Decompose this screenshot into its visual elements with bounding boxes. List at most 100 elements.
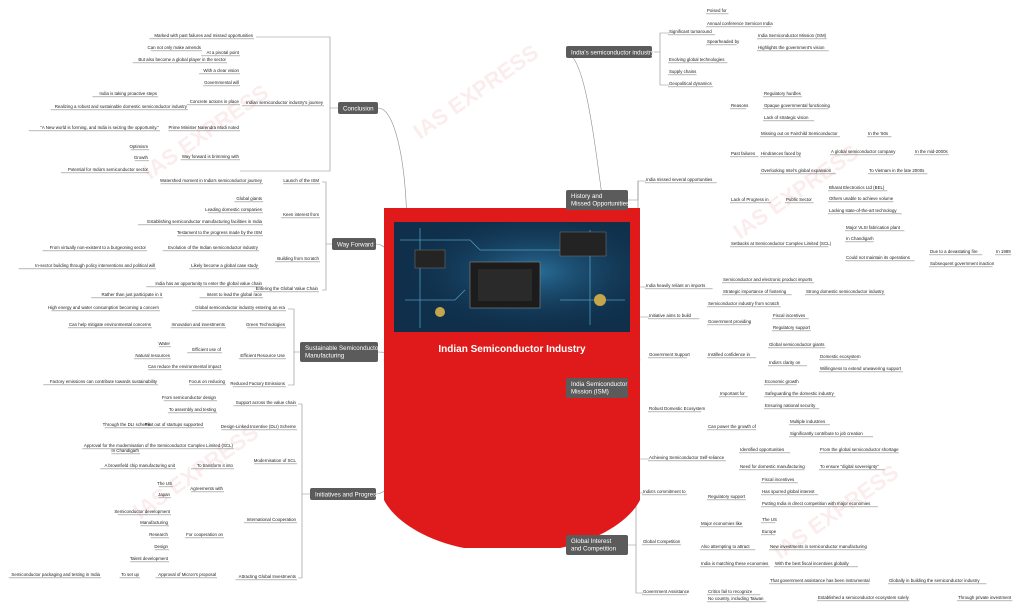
leaf-label: Can reduce the environmental impact [148,364,222,369]
leaf-label: Agreements with [190,486,223,491]
leaf-label: Potential for India's semiconductor sect… [68,167,149,172]
leaf-label: Identified opportunities [740,447,785,452]
leaf-label: Design [154,544,168,549]
connector-line [659,52,669,86]
branch-india-semiconductor-industry[interactable]: India's semiconductor industry [566,46,655,58]
leaf-label: Water [158,341,170,346]
leaf-label: Evolving global technologies [669,57,725,62]
leaf-label: Global Competition [643,539,681,544]
leaf-label: No country, including Taiwan [708,596,764,601]
leaf-label: Multiple industries [790,419,826,424]
leaf-label: Major economies like [701,521,743,526]
leaf-label: Global semiconductor giants [769,342,825,347]
leaf-label: Green Technologies [246,322,286,327]
leaf-label: Hindrances faced by [761,151,802,156]
leaf-label: Testament to the progress made by the IS… [177,230,263,235]
branch-label: India's semiconductor industry [571,50,655,57]
leaf-label: Building from Scratch [277,256,319,261]
leaf-label: In the '60s [868,131,889,136]
leaf-label: Significantly contribute to job creation [790,431,863,436]
leaf-label: Talent development [130,556,169,561]
leaf-label: Growth [134,155,149,160]
leaf-label: Global giants [236,196,262,201]
leaf-label: Keen interest from [283,212,319,217]
leaf-label: Established a semiconductor ecosystem so… [818,595,910,600]
leaf-label: International Cooperation [247,517,297,522]
leaf-label: Government Assistance [643,589,690,594]
leaf-label: "A New world is forming, and India is se… [40,125,159,130]
connector-line [288,308,300,353]
leaf-label: Regulatory support [773,325,811,330]
leaf-label: Could not maintain its operations [846,255,911,260]
leaf-label: Strategic importance of fostering [723,289,787,294]
leaf-label: Launch of the ISM [283,178,319,183]
leaf-label: Watershed moment in India's semiconducto… [160,178,263,183]
leaf-label: Fiscal incentives [762,477,795,482]
center-node[interactable]: Indian Semiconductor Industry [384,208,640,548]
leaf-label: Setbacks at Semiconductor Complex Limite… [731,241,832,246]
leaf-label: Entering the Global Value Chain [256,286,319,291]
leaf-label: Design-Linked Incentive (DLI) Scheme [221,424,297,429]
leaf-label: Realizing a robust and sustainable domes… [55,104,188,109]
leaf-label: Government Support [649,352,691,357]
leaf-label: Optimism [129,144,148,149]
leaf-label: Subsequent government inaction [930,261,995,266]
leaf-label: Approval for the modernisation of the Se… [84,443,234,448]
leaf-label: Can not only make amends [148,45,202,50]
leaf-label: Global semiconductor industry entering a… [195,305,285,310]
leaf-label: Critics fail to recognize [708,589,753,594]
leaf-label: For cooperation on [186,532,223,537]
branch-initiatives-progress[interactable]: Initiatives and Progress [310,488,379,500]
leaf-label: In the mid-2000s [915,149,949,154]
leaf-label: Robust Domestic Ecosystem [649,406,705,411]
leaf-label: Poised for [707,8,727,13]
leaf-label: India's commitment to [643,489,686,494]
leaf-label: India is matching these economies [701,561,769,566]
circuit-board-image [394,222,630,332]
leaf-label: Focus on reducing [189,379,226,384]
leaf-label: India's clarity on [769,360,801,365]
leaf-label: India Semiconductor Mission (ISM) [758,33,827,38]
leaf-label: Reasons [731,103,749,108]
leaf-label: Major VLSI fabrication plant [846,225,901,230]
leaf-label: From the global semiconductor shortage [820,447,899,452]
leaf-label: To set up [121,572,139,577]
leaf-label: In Chandigarh [111,448,139,453]
leaf-label: Geopolitical dynamics [669,81,713,86]
leaf-label: In 1989 [996,249,1011,254]
leaf-label: At a pivotal point [207,50,240,55]
leaf-label: Lacking state-of-the-art technology [829,208,897,213]
leaf-label: India heavily reliant on imports [646,283,706,288]
leaf-label: Opaque governmental functioning [764,103,830,108]
leaf-label: Lack of Progress in [731,197,769,202]
leaf-label: Need for domestic manufacturing [740,464,805,469]
leaf-label: Instilled confidence in [708,352,751,357]
leaf-label: India is taking proactive steps [99,91,157,96]
leaf-label: Approval of Micron's proposal [158,572,216,577]
leaf-label: From virtually non-existent to a burgeon… [50,245,147,250]
leaf-label: Concrete actions in place [190,99,240,104]
leaf-label: Support across the value chain [236,400,297,405]
leaf-label: India missed several opportunities [646,177,713,182]
leaf-label: Spearheaded by [707,39,740,44]
leaf-label: Semiconductor and electronic product imp… [723,277,813,282]
leaf-label: Innovation and investments [172,322,226,327]
leaf-label: Rather than just participate in it [101,292,162,297]
leaf-label: Through private investment [958,595,1012,600]
branch-way-forward[interactable]: Way Forward [332,238,376,250]
leaf-label: Marked with past failures and missed opp… [154,33,253,38]
leaf-label: Regulatory hurdles [764,91,802,96]
connector-line [298,494,303,579]
leaf-label: Semiconductor packaging and testing in I… [11,572,100,577]
leaf-label: The US [762,517,777,522]
branch-conclusion[interactable]: Conclusion [338,102,378,114]
leaf-label: Annual conference Semicon India [707,21,773,26]
leaf-label: Attracting Global Investments [239,574,297,579]
